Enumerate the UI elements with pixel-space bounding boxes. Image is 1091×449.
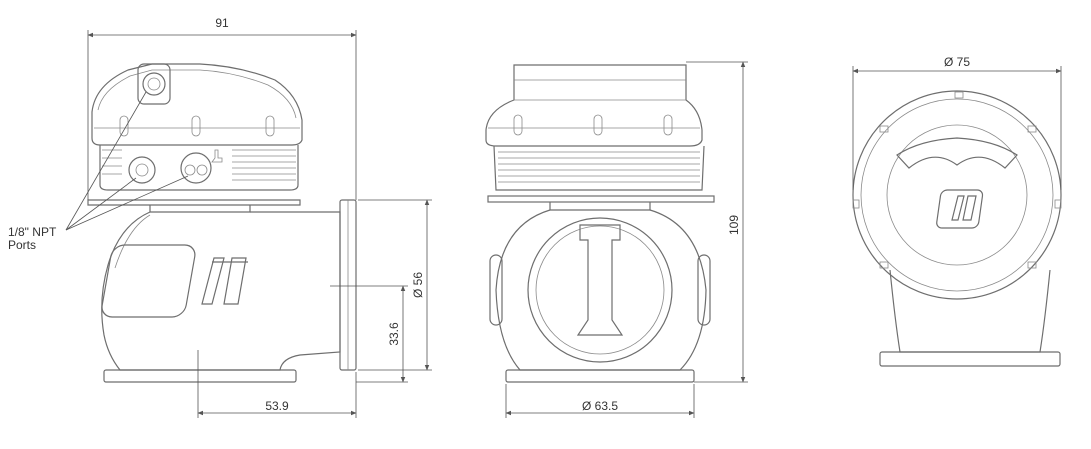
turbosmart-logo [101,244,248,318]
top-view: Ø 75 [852,55,1062,367]
dim-front-height: 109 [727,215,741,235]
dim-side-flange: Ø 56 [411,272,425,298]
dim-front-base: Ø 63.5 [582,399,618,413]
dim-top-diameter: Ø 75 [944,55,970,69]
side-view: 91 53.9 33.6 Ø 56 1/8" NPT Ports [8,16,432,418]
dim-side-inlet-height: 33.6 [387,322,401,346]
turbosmart-logo [936,189,984,229]
callout-label-line2: Ports [8,238,36,252]
dim-side-offset: 53.9 [265,399,289,413]
front-view: 109 Ø 63.5 [485,61,748,418]
callout-label-line1: 1/8" NPT [8,225,57,239]
dim-side-width: 91 [215,16,229,30]
